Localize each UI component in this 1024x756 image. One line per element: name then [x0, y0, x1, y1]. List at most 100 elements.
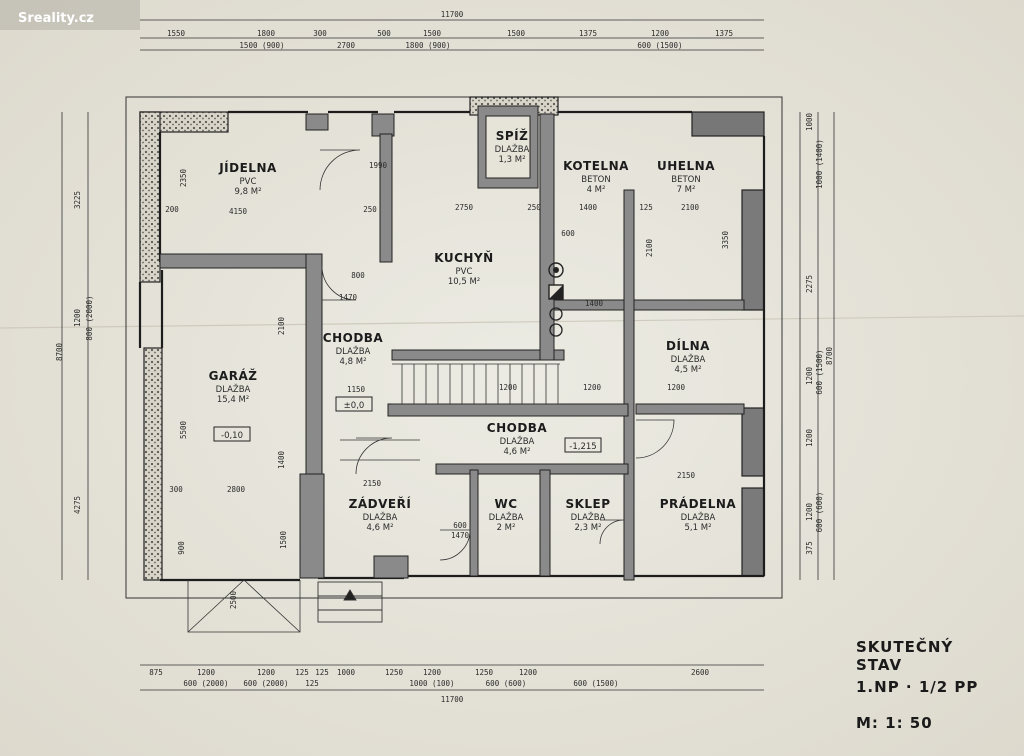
room-name: KUCHYŇ	[434, 250, 493, 265]
dim-right: 1200	[805, 502, 814, 521]
room-area: 4,8 M²	[340, 357, 367, 367]
dimension-lines	[61, 19, 835, 691]
room-area: 4,6 M²	[504, 447, 531, 457]
dim-left: 8700	[55, 342, 64, 361]
room-floor: DLAŽBA	[571, 511, 606, 523]
room-floor: DLAŽBA	[489, 511, 524, 523]
dim-right: 1000	[805, 112, 814, 131]
room-floor: BETON	[581, 175, 610, 185]
room-floor: DLAŽBA	[681, 511, 716, 523]
room-name: CHODBA	[487, 421, 548, 435]
dim-right: 1200	[805, 366, 814, 385]
dim-top-overall: 11700	[441, 10, 464, 19]
dim-top: 500	[377, 29, 391, 38]
dim-inner: 200	[165, 205, 179, 214]
dim-top: 1800	[257, 29, 276, 38]
dim-inner: 250	[363, 205, 377, 214]
dim-inner: 2800	[227, 485, 246, 494]
title-floor: 1.NP · 1/2 PP	[856, 678, 978, 696]
room-name: WC	[494, 497, 517, 511]
dim-bottom-2: 600 (1500)	[573, 679, 618, 688]
dim-inner: 1470	[451, 531, 470, 540]
dim-inner: 1200	[583, 383, 602, 392]
dim-bottom: 1200	[257, 668, 276, 677]
room-area: 2 M²	[497, 523, 516, 533]
dim-inner: 250	[527, 203, 541, 212]
room-name: PRÁDELNA	[660, 496, 737, 511]
dim-bottom-2: 1000 (100)	[409, 679, 454, 688]
dim-inner: 900	[177, 541, 186, 555]
room-area: 7 M²	[677, 185, 696, 195]
entrance-steps	[317, 581, 383, 623]
dim-top: 1500	[507, 29, 526, 38]
dim-top: 1550	[167, 29, 186, 38]
dim-inner: 1400	[585, 299, 604, 308]
room-name: UHELNA	[657, 159, 715, 173]
dim-inner: 1400	[277, 450, 286, 469]
room-name: GARÁŽ	[209, 368, 258, 383]
dim-inner: 2750	[455, 203, 474, 212]
dim-inner: 4150	[229, 207, 248, 216]
dim-bottom-overall: 11700	[441, 695, 464, 704]
dim-inner: 2500	[229, 590, 238, 609]
dim-bottom: 125	[295, 668, 309, 677]
dim-bottom: 125	[315, 668, 329, 677]
dim-right: 375	[805, 541, 814, 555]
dim-left: 800 (2000)	[85, 295, 94, 340]
dim-bottom-2: 125	[305, 679, 319, 688]
level-value: -1,215	[569, 442, 596, 452]
room-name: SKLEP	[565, 497, 610, 511]
dim-inner: 125	[639, 203, 653, 212]
room-name: JÍDELNA	[218, 160, 277, 175]
dim-inner: 1470	[339, 293, 358, 302]
hall-level: ±0,0	[335, 396, 373, 412]
dim-top-2: 1500 (900)	[239, 41, 284, 50]
dim-inner: 600	[561, 229, 575, 238]
title-scale: M: 1: 50	[856, 714, 933, 732]
room-floor: DLAŽBA	[500, 435, 535, 447]
watermark-bg	[0, 0, 140, 30]
dim-bottom: 1200	[519, 668, 538, 677]
dim-inner: 2150	[363, 479, 382, 488]
room-name: KOTELNA	[563, 159, 629, 173]
dim-top: 1375	[715, 29, 733, 38]
door-swings	[187, 149, 675, 633]
title-line-1: SKUTEČNÝ	[856, 637, 953, 656]
dim-right: 1000 (1400)	[815, 139, 824, 189]
dim-inner: 1400	[579, 203, 598, 212]
title-line-2: STAV	[856, 656, 902, 674]
level-marks: -0,10 ±0,0 -1,215	[213, 396, 602, 453]
dim-bottom-2: 600 (2000)	[183, 679, 228, 688]
dim-right: 1200	[805, 428, 814, 447]
room-area: 5,1 M²	[685, 523, 712, 533]
level-value: ±0,0	[344, 401, 365, 411]
dim-inner: 600	[453, 521, 467, 530]
dim-right: 600 (1500)	[815, 349, 824, 394]
room-floor: DLAŽBA	[363, 511, 398, 523]
dim-inner: 3350	[721, 230, 730, 249]
room-area: 1,3 M²	[499, 155, 526, 165]
room-floor: BETON	[671, 175, 700, 185]
room-floor: PVC	[456, 267, 473, 277]
dim-top: 1375	[579, 29, 597, 38]
paper-fold	[0, 315, 1024, 329]
dim-bottom-2: 600 (2000)	[243, 679, 288, 688]
dim-inner: 1200	[667, 383, 686, 392]
outline-frame	[125, 96, 783, 599]
room-area: 15,4 M²	[217, 395, 249, 405]
room-floor: DLAŽBA	[336, 345, 371, 357]
dim-right: 600 (600)	[815, 492, 824, 533]
garage-level: -0,10	[213, 426, 251, 442]
level-value: -0,10	[221, 431, 243, 441]
room-floor: DLAŽBA	[671, 353, 706, 365]
room-name: DÍLNA	[666, 338, 710, 353]
